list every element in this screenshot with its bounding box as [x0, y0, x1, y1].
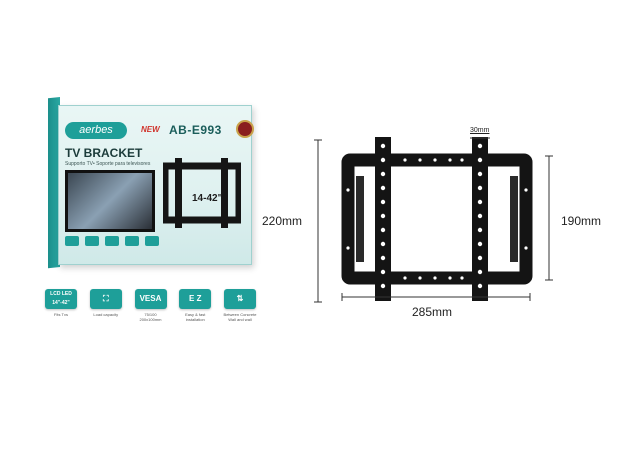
tilt-icon: ⇅	[224, 289, 256, 309]
tv-illustration	[65, 170, 155, 232]
feature-mini-icon	[65, 236, 79, 246]
feature-easy-install: E Z Easy & fast installation	[178, 289, 212, 333]
dimension-rail-width: 30mm	[470, 127, 490, 134]
package-subtitle: Supporto TV• Soporte para televisores	[65, 161, 151, 167]
bracket-rail-left	[375, 137, 391, 301]
feature-caption: Fits Tvs	[54, 312, 68, 317]
feature-vesa: VESA 75/100 200x100mm	[134, 289, 168, 333]
dimension-height-inner: 190mm	[561, 214, 602, 228]
package-front: aerbes NEW AB-E993 TV BRACKET Supporto T…	[58, 105, 254, 265]
vesa-icon: VESA	[134, 289, 167, 309]
bracket-frame	[341, 153, 533, 285]
rail-holes	[380, 143, 483, 289]
feature-caption: Load capacity	[93, 312, 119, 317]
feature-mini-icon	[145, 236, 159, 246]
product-package: aerbes NEW AB-E993 TV BRACKET Supporto T…	[48, 97, 256, 269]
feature-mini-icon	[85, 236, 99, 246]
feature-mini-icon	[105, 236, 119, 246]
dimension-width: 285mm	[412, 305, 453, 319]
feature-strip: LCD LED 14"-42" Fits Tvs ⛶ Load capacity…	[44, 289, 257, 333]
package-title: TV BRACKET	[65, 146, 143, 160]
frame-inner-plate-left	[356, 176, 364, 262]
new-badge: NEW	[141, 125, 160, 134]
box-bracket-illustration	[163, 158, 241, 228]
frame-inner-plate-right	[510, 176, 518, 262]
feature-fits-tvs: LCD LED 14"-42" Fits Tvs	[44, 289, 78, 333]
size-range-label: 14-42"	[192, 193, 223, 204]
weight-icon: ⛶	[89, 289, 122, 309]
model-number: AB-E993	[169, 123, 222, 137]
quality-seal-icon	[236, 120, 254, 138]
package-icon-row	[65, 236, 159, 246]
feature-load-capacity: ⛶ Load capacity	[89, 289, 123, 333]
feature-caption: Between Concrete Wall and wall	[223, 312, 257, 322]
frame-holes	[346, 158, 528, 280]
feature-caption: Easy & fast installation	[185, 312, 206, 322]
tv-size-icon: LCD LED 14"-42"	[45, 289, 77, 309]
bracket-rail-right	[472, 137, 488, 301]
feature-caption: 75/100 200x100mm	[139, 312, 162, 322]
dimension-height-outer: 220mm	[262, 214, 303, 228]
feature-mini-icon	[125, 236, 139, 246]
ez-icon: E Z	[179, 289, 212, 309]
brand-logo: aerbes	[65, 122, 127, 139]
feature-wall-mount: ⇅ Between Concrete Wall and wall	[223, 289, 257, 333]
